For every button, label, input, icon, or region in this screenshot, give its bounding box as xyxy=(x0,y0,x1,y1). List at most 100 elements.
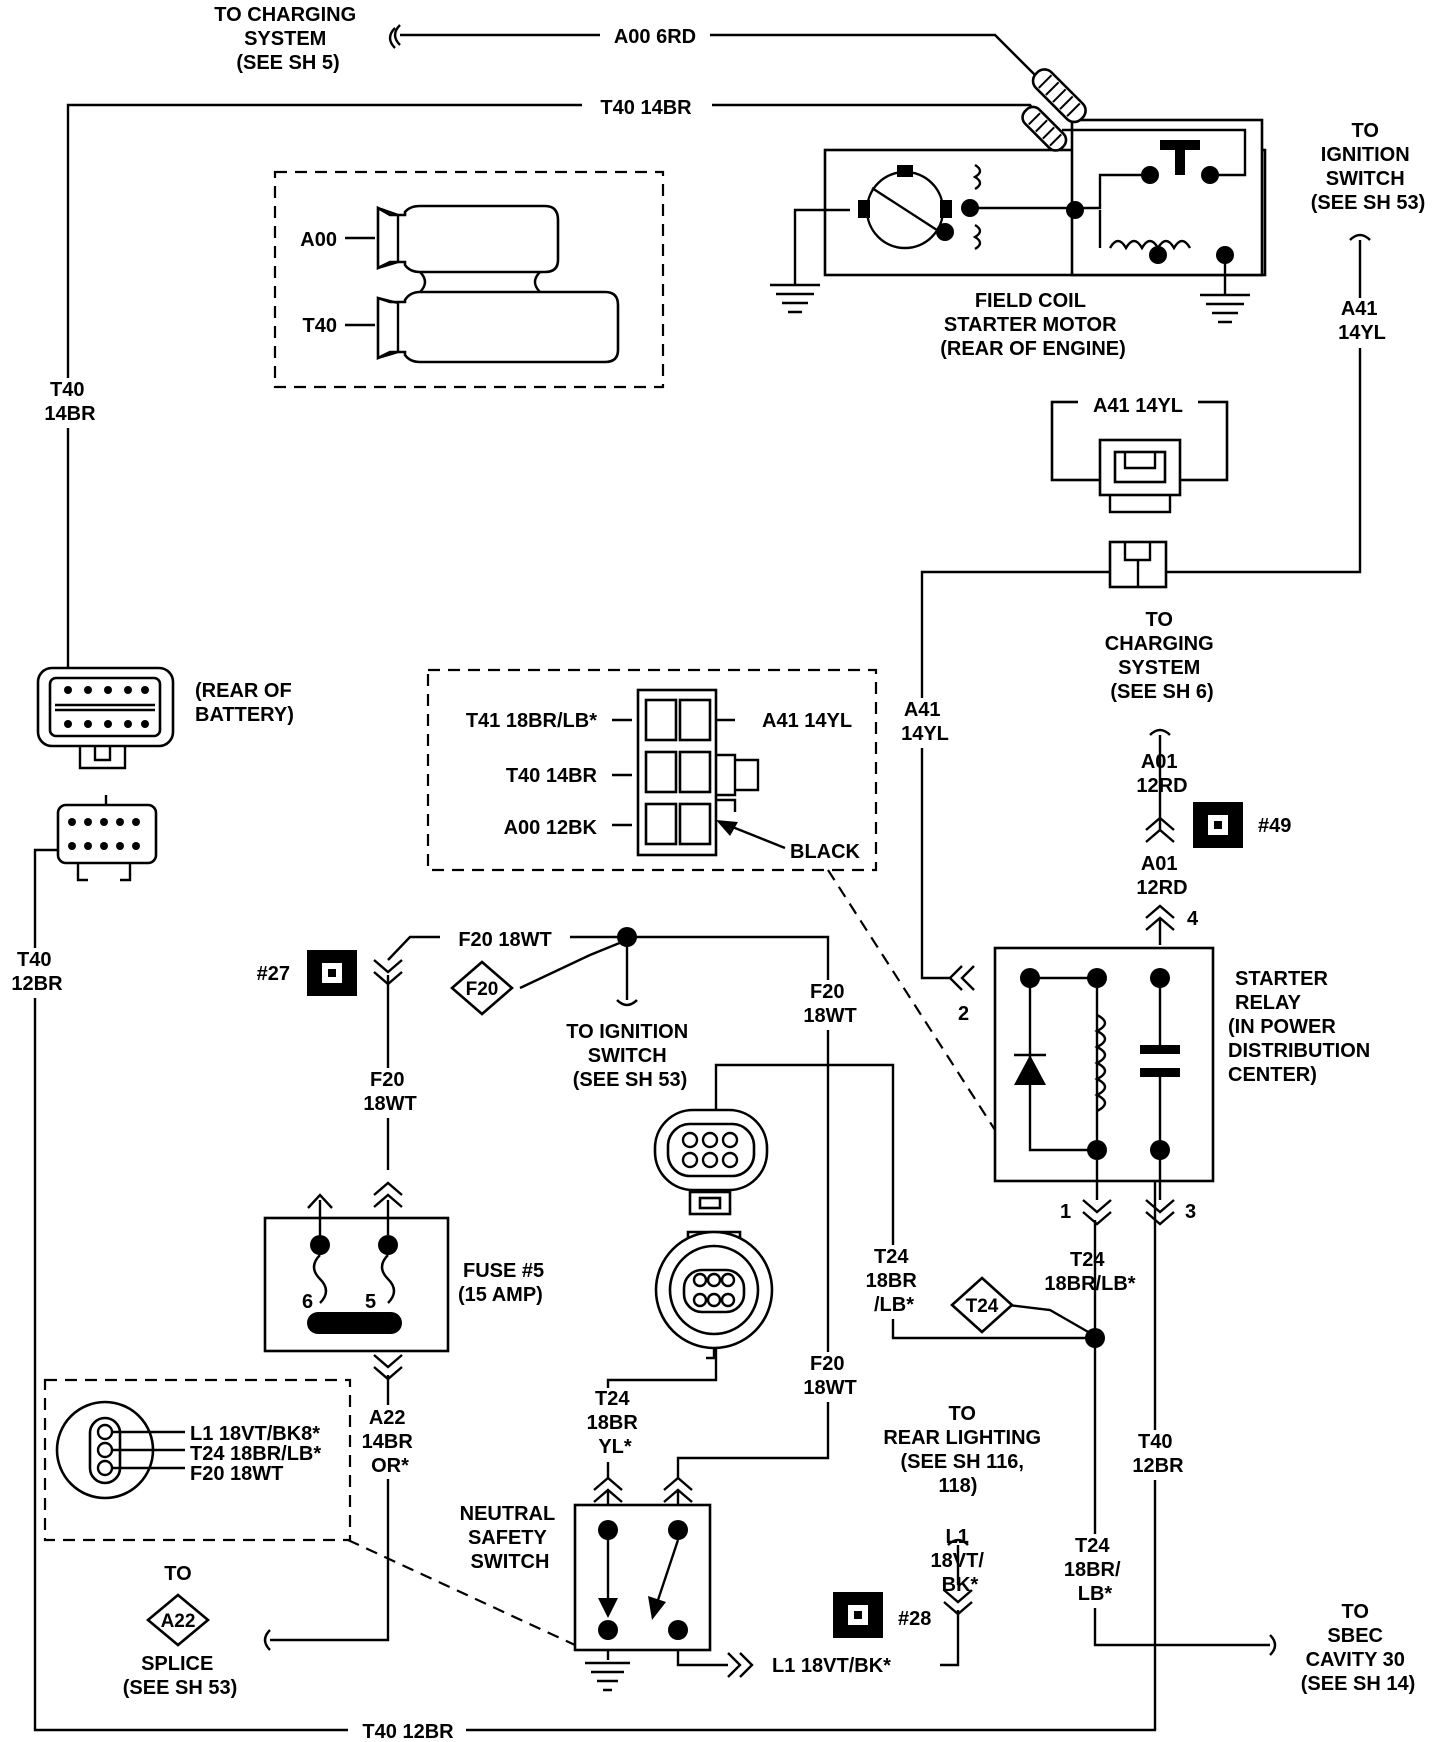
label-l1-18vt-bk-v: L1 18VT/ BK* xyxy=(931,1526,990,1596)
solenoid-wiring xyxy=(1062,128,1247,295)
wire-t24-top xyxy=(714,1063,1095,1340)
solenoid-coil xyxy=(1108,239,1192,251)
ground-symbol-nss xyxy=(585,1661,630,1692)
ref49-symbol xyxy=(1193,802,1243,848)
label-to-ignition-sh53-mid: TO IGNITION SWITCH (SEE SH 53) xyxy=(566,1021,693,1091)
label-fuse5: 5 xyxy=(365,1291,376,1313)
mid-connector-callout xyxy=(426,668,878,872)
terminal-callout xyxy=(273,170,665,389)
ref27-symbol xyxy=(307,950,357,996)
ground-symbol-solenoid xyxy=(1200,293,1250,324)
label-to-ignition-sh53-top: TO IGNITION SWITCH (SEE SH 53) xyxy=(1311,120,1425,214)
motor-armature-line xyxy=(871,186,941,234)
connector-chevrons xyxy=(263,24,1371,1678)
a41-connector-upper xyxy=(1050,400,1229,589)
relay-diode xyxy=(1014,1055,1046,1085)
label-conn-t40: T40 14BR xyxy=(506,765,598,787)
splice-dot-f20 xyxy=(617,927,637,947)
label-t24-18br-yl: T24 18BR YL* xyxy=(587,1388,644,1458)
label-fuse6: 6 xyxy=(302,1291,313,1313)
terminal-t40 xyxy=(376,290,620,364)
motor-brush-left xyxy=(858,200,870,218)
label-pin2: 2 xyxy=(958,1003,969,1025)
label-splice-l1: L1 18VT/BK8* xyxy=(190,1423,320,1445)
label-conn-t41: T41 18BR/LB* xyxy=(466,710,597,732)
label-f20-tag: F20 xyxy=(466,979,499,1000)
wire-t40-12br-left xyxy=(33,848,1157,1732)
motor-node-a xyxy=(961,199,979,217)
label-to-sbec: TO SBEC CAVITY 30 (SEE SH 14) xyxy=(1301,1601,1415,1695)
solenoid-node-left xyxy=(1149,246,1167,264)
relay-coil xyxy=(1094,1013,1107,1113)
motor-coil-bot xyxy=(972,223,982,251)
label-field-coil: FIELD COIL STARTER MOTOR (REAR OF ENGINE… xyxy=(940,290,1126,360)
terminal-bridge xyxy=(419,271,541,293)
wire-a41-right xyxy=(1166,240,1362,574)
label-a41-14yl-mid: A41 14YL xyxy=(901,699,949,745)
terminal-a00 xyxy=(376,204,560,274)
wire-f20-nss xyxy=(676,1370,830,1478)
tag-t24-diamond xyxy=(950,1276,1014,1334)
leader-splice-to-nss xyxy=(347,1539,576,1646)
label-f20-18wt-b: F20 18WT xyxy=(803,981,856,1027)
label-t40-12br-left: T40 12BR xyxy=(11,949,63,995)
label-l1-18vt-bk-h: L1 18VT/BK* xyxy=(772,1655,891,1677)
battery-cable-terminal-a00 xyxy=(1031,68,1087,124)
label-ref28: #28 xyxy=(898,1608,931,1630)
label-to-charging-sh5: TO CHARGING SYSTEM (SEE SH 5) xyxy=(214,4,361,74)
label-ref27: #27 xyxy=(257,963,290,985)
label-a01-bot: A01 12RD xyxy=(1136,853,1187,899)
label-splice-sh53: SPLICE (SEE SH 53) xyxy=(123,1653,237,1699)
label-t40-14br-left: T40 14BR xyxy=(44,379,96,425)
label-a01-top: A01 12RD xyxy=(1136,751,1187,797)
tag-f20-diamond xyxy=(450,960,514,1016)
motor-coil-top xyxy=(972,163,982,191)
label-t24-18br-lb-c: T24 18BR/ LB* xyxy=(1064,1535,1126,1605)
label-to-a22: TO xyxy=(164,1563,191,1585)
motor-brush-top xyxy=(897,165,913,177)
wire-l1-v xyxy=(940,1610,960,1667)
label-f20-18wt-c: F20 18WT xyxy=(363,1069,416,1115)
solenoid-contact-left xyxy=(1141,166,1159,184)
tag-a22-diamond xyxy=(145,1593,211,1647)
ground-symbol-motor xyxy=(770,280,820,314)
motor-internal xyxy=(793,173,1145,280)
starter-relay xyxy=(993,946,1215,1200)
neutral-safety-switch xyxy=(573,1490,712,1692)
motor-node-c xyxy=(1066,201,1084,219)
label-t40-12br-right: T40 12BR xyxy=(1132,1431,1184,1477)
rear-of-battery-connector xyxy=(36,666,175,770)
relay-contact-top xyxy=(1140,1045,1180,1054)
leader-connector-to-relay xyxy=(827,869,996,1131)
label-to-rear-lighting: TO REAR LIGHTING (SEE SH 116, 118) xyxy=(883,1403,1046,1497)
label-f20-18wt-d: F20 18WT xyxy=(803,1353,856,1399)
ref28-symbol xyxy=(833,1592,883,1638)
label-pin1: 1 xyxy=(1060,1201,1071,1223)
label-a22-14br: A22 14BR OR* xyxy=(362,1407,419,1477)
splice-dot-t24 xyxy=(1085,1328,1105,1348)
wire-a41-mid xyxy=(920,570,1110,980)
label-fuse: FUSE #5 (15 AMP) xyxy=(458,1260,550,1306)
label-to-charging-sh6: TO CHARGING SYSTEM (SEE SH 6) xyxy=(1105,609,1219,703)
label-t24-18br-lb-a: T24 18BR /LB* xyxy=(866,1246,923,1316)
t24-connector-lower xyxy=(654,1230,774,1360)
label-splice-t24: T24 18BR/LB* xyxy=(190,1443,321,1465)
label-t40-tag: T40 xyxy=(303,315,337,337)
label-a00-6rd: A00 6RD xyxy=(614,26,696,48)
label-t40-12br-bottom: T40 12BR xyxy=(362,1721,454,1742)
label-a00-tag: A00 xyxy=(300,229,337,251)
label-conn-a00: A00 12BK xyxy=(504,817,598,839)
label-pin4: 4 xyxy=(1187,908,1199,930)
label-starter-relay: STARTER RELAY (IN POWER DISTRIBUTION CEN… xyxy=(1228,968,1376,1086)
wire-f20-diamond xyxy=(519,940,623,990)
label-a41-14yl-right: A41 14YL xyxy=(1338,298,1386,344)
motor-brush-right xyxy=(940,200,952,218)
label-t24-18br-lb-b: T24 18BR/LB* xyxy=(1044,1249,1135,1295)
splice-callout xyxy=(43,1378,352,1542)
fuse-5 xyxy=(263,1200,450,1353)
battery-mating-connector xyxy=(56,795,158,882)
label-rear-of-battery: (REAR OF BATTERY) xyxy=(195,680,297,726)
label-a41-14yl-conn: A41 14YL xyxy=(1093,395,1183,417)
label-neutral-safety: NEUTRAL SAFETY SWITCH xyxy=(460,1503,561,1573)
